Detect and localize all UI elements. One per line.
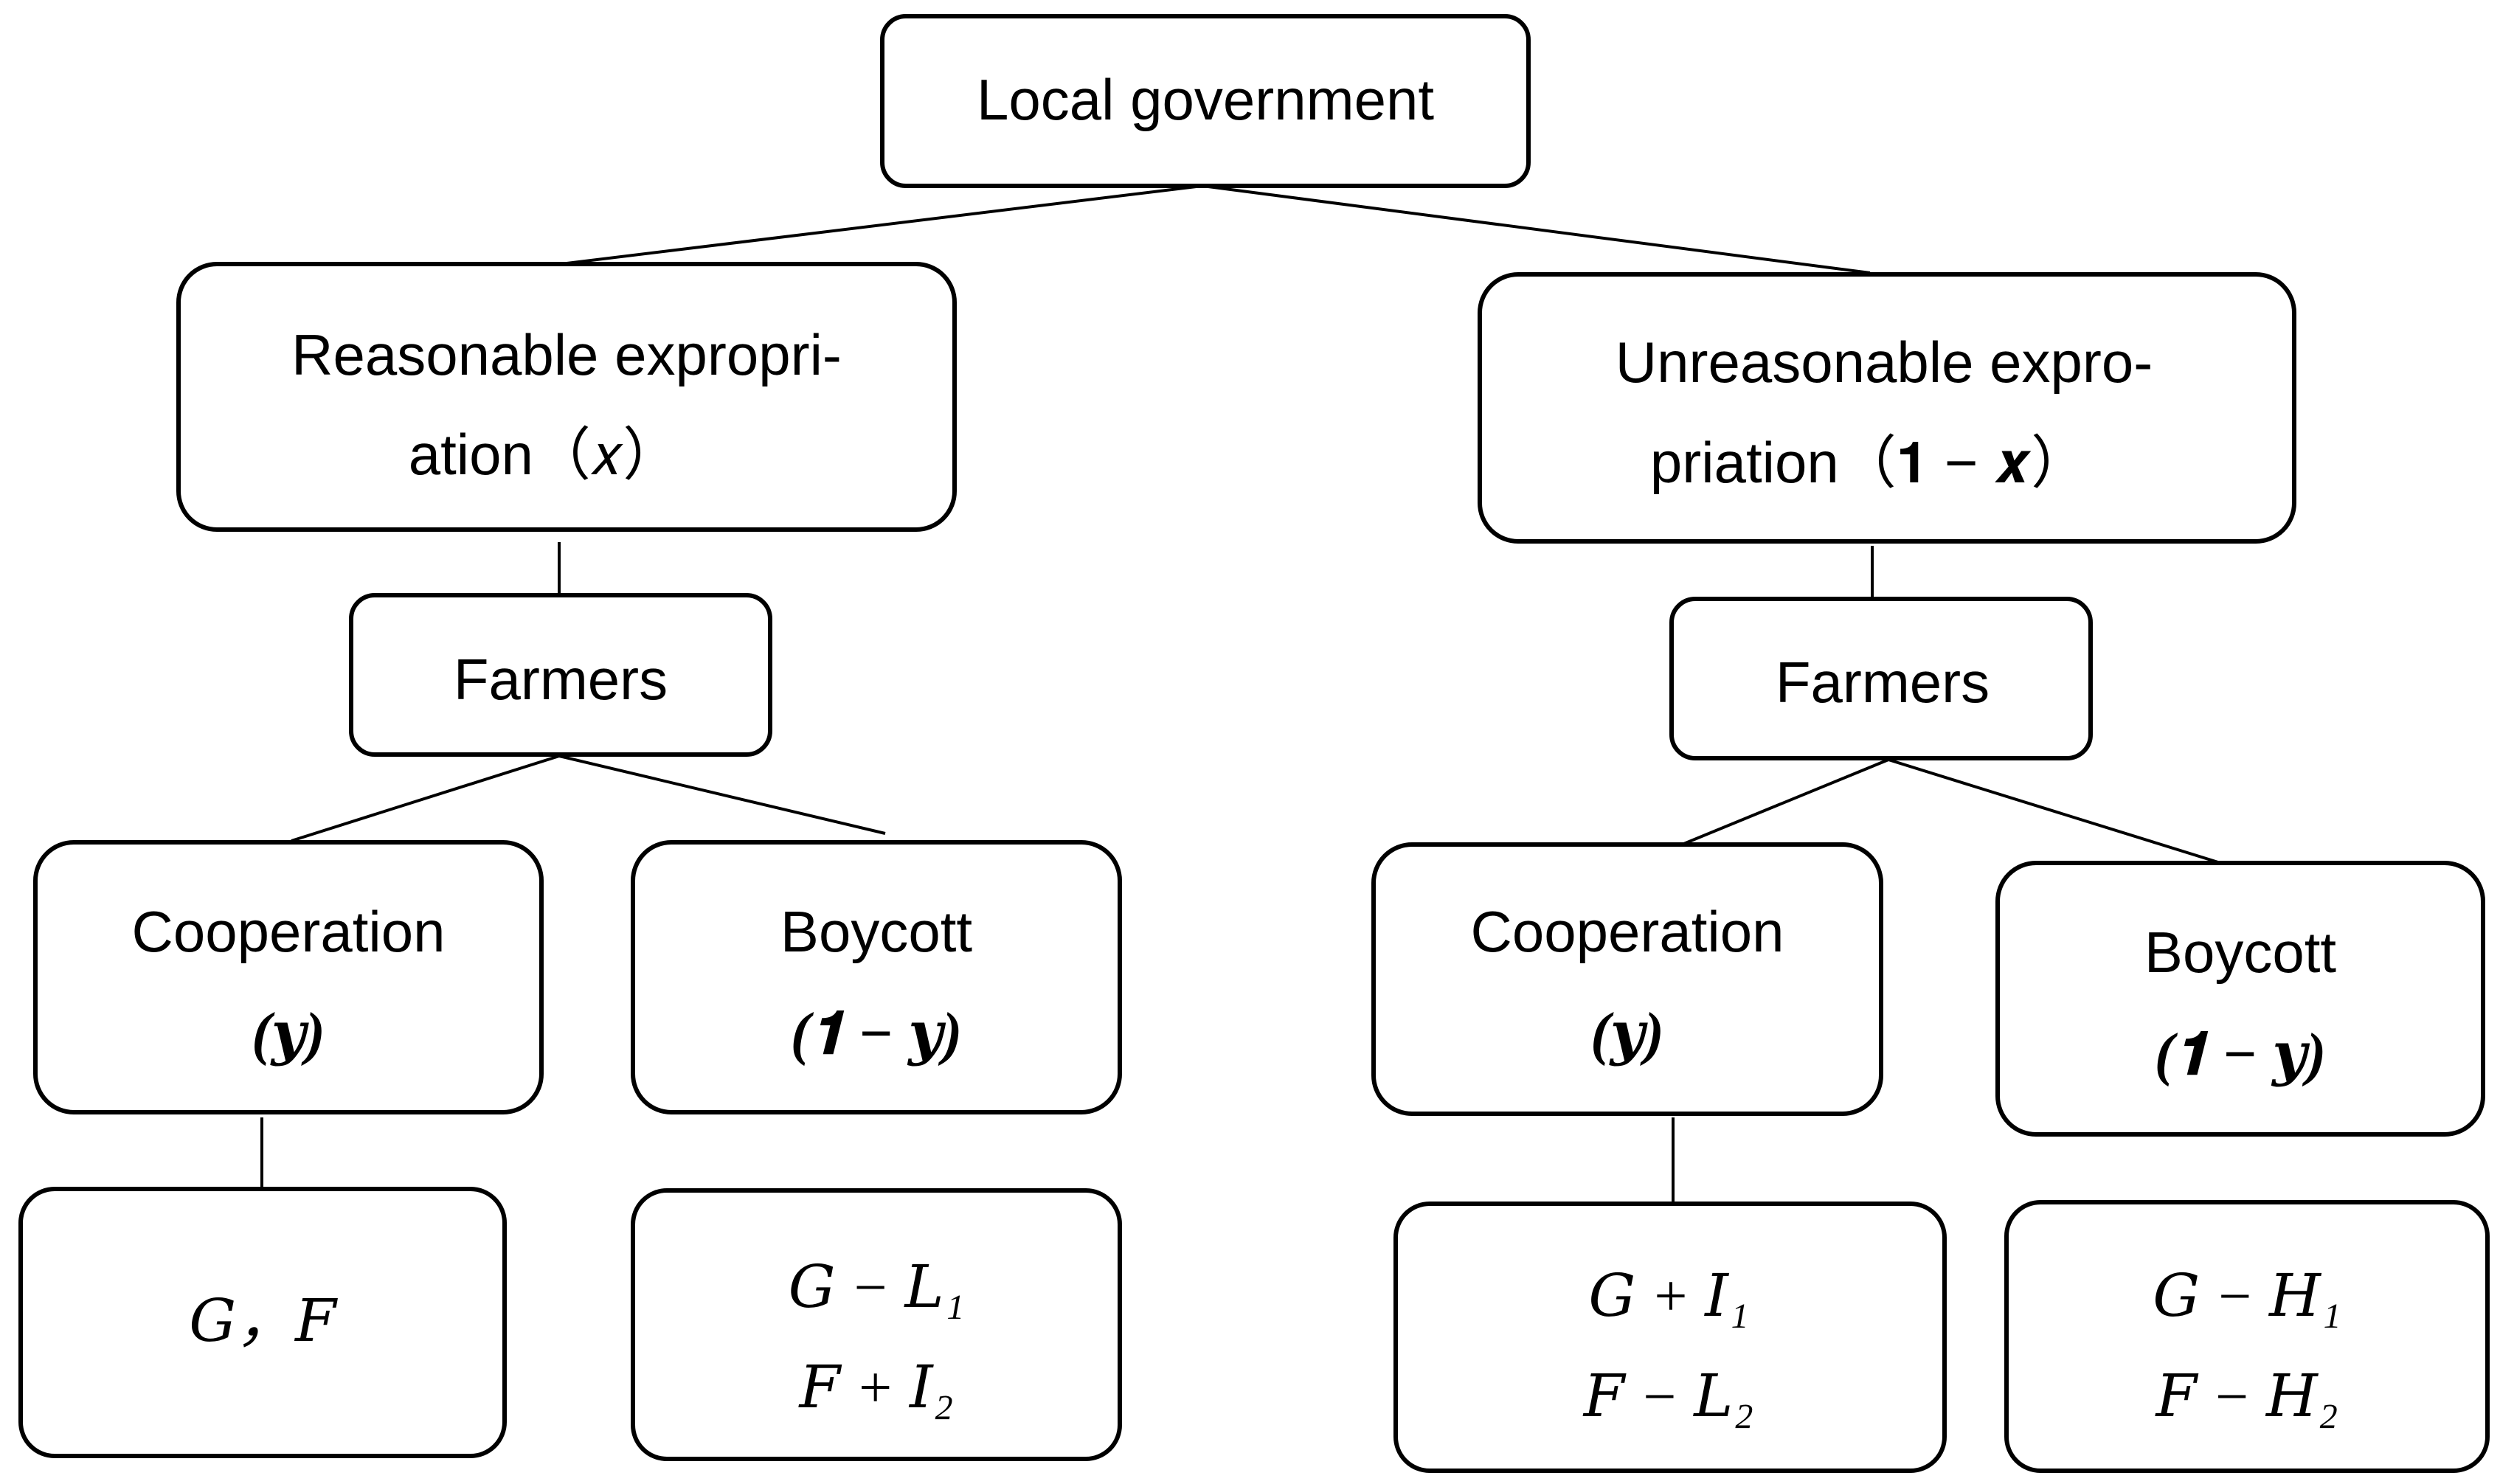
tree-edges <box>260 184 2221 1202</box>
right-cooperation-prob: (𝒚) <box>1590 1002 1664 1067</box>
right-farmers-label: Farmers <box>1776 650 1990 715</box>
right-boycott-payoff-line1: 𝐺 − 𝐻₁ <box>2153 1264 2341 1329</box>
edge-root-left <box>560 184 1203 266</box>
right-boycott-node: Boycott (𝟏 − 𝒚) <box>1995 861 2485 1137</box>
right-cooperation-payoff-node: 𝐺 + 𝐼₁ 𝐹 − 𝐿₂ <box>1393 1202 1947 1473</box>
right-cooperation-payoff-line2: 𝐹 − 𝐿₂ <box>1582 1365 1753 1429</box>
edge-right-farmers-boycott <box>1888 758 2221 864</box>
edge-right-farmers-coop <box>1681 758 1889 846</box>
right-strategy-node: Unreasonable expro- priation（𝟏 − 𝒙） <box>1478 272 2296 544</box>
root-node: Local government <box>880 14 1531 188</box>
left-boycott-payoff-node: 𝐺 − 𝐿₁ 𝐹 + 𝐼₂ <box>631 1188 1122 1461</box>
right-cooperation-label: Cooperation <box>1471 899 1784 964</box>
root-label: Local government <box>977 67 1434 132</box>
edge-left-farmers-boycott <box>558 755 886 835</box>
right-boycott-payoff-node: 𝐺 − 𝐻₁ 𝐹 − 𝐻₂ <box>2004 1200 2490 1473</box>
left-cooperation-label: Cooperation <box>132 899 446 964</box>
left-cooperation-payoff-node: 𝐺，𝐹 <box>18 1187 507 1458</box>
left-boycott-prob: (𝟏 − 𝒚) <box>791 1002 963 1067</box>
right-farmers-node: Farmers <box>1669 597 2093 760</box>
left-cooperation-payoff-line1: 𝐺，𝐹 <box>189 1289 338 1354</box>
right-boycott-prob: (𝟏 − 𝒚) <box>2155 1022 2327 1087</box>
right-boycott-label: Boycott <box>2144 920 2336 985</box>
left-strategy-line2: ation（𝑥） <box>409 422 681 487</box>
left-cooperation-node: Cooperation (𝒚) <box>33 840 544 1114</box>
edge-left-farmers-coop <box>291 755 560 842</box>
left-boycott-label: Boycott <box>780 899 972 964</box>
left-boycott-payoff-line2: 𝐹 + 𝐼₂ <box>798 1356 954 1421</box>
right-strategy-line1: Unreasonable expro- <box>1616 330 2153 395</box>
left-strategy-line1: Reasonable expropri- <box>291 322 842 387</box>
left-boycott-payoff-line1: 𝐺 − 𝐿₁ <box>789 1255 965 1320</box>
left-strategy-node: Reasonable expropri- ation（𝑥） <box>176 262 957 532</box>
left-boycott-node: Boycott (𝟏 − 𝒚) <box>631 840 1122 1114</box>
right-cooperation-payoff-line1: 𝐺 + 𝐼₁ <box>1588 1264 1748 1329</box>
left-farmers-label: Farmers <box>454 647 668 712</box>
right-cooperation-node: Cooperation (𝒚) <box>1371 842 1883 1116</box>
edge-root-right <box>1202 184 1871 274</box>
right-strategy-line2: priation（𝟏 − 𝒙） <box>1650 430 2088 495</box>
left-cooperation-prob: (𝒚) <box>252 1002 325 1067</box>
left-farmers-node: Farmers <box>349 593 772 757</box>
right-boycott-payoff-line2: 𝐹 − 𝐻₂ <box>2154 1365 2338 1429</box>
